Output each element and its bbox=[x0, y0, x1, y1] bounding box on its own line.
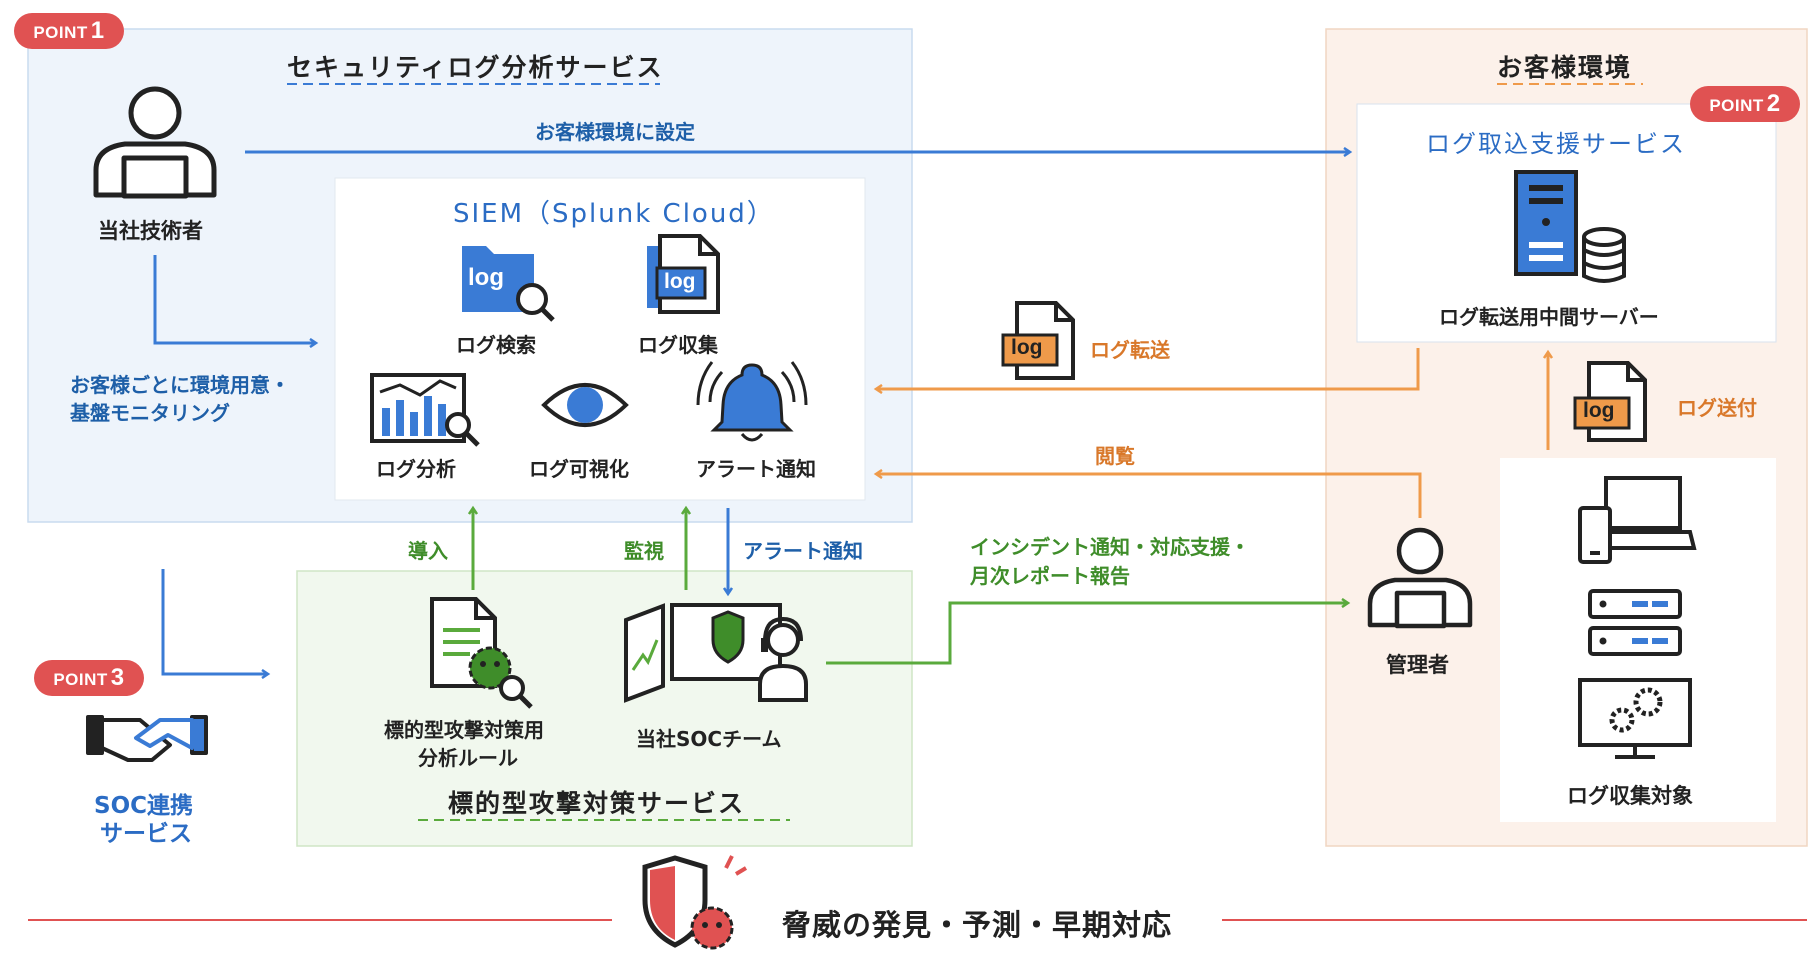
alert-flow-label: アラート通知 bbox=[743, 539, 863, 563]
view-arrow bbox=[876, 474, 1422, 518]
log-send-icon-text: log bbox=[1583, 399, 1615, 422]
rules-label-line1: 標的型攻撃対策用 bbox=[384, 718, 544, 742]
log-analysis-icon bbox=[370, 373, 480, 447]
targeted-panel-title: 標的型攻撃対策サービス bbox=[448, 789, 746, 818]
env-label-line1: お客様ごとに環境用意・ bbox=[70, 373, 290, 397]
log-transfer-arrow bbox=[876, 348, 1420, 389]
rules-label-line2: 分析ルール bbox=[418, 746, 518, 770]
customer-panel-title: お客様環境 bbox=[1497, 53, 1633, 82]
server-database-icon bbox=[1514, 170, 1626, 283]
admin-label: 管理者 bbox=[1386, 653, 1449, 677]
log-search-icon-text: log bbox=[468, 264, 504, 291]
log-visualize-icon bbox=[541, 383, 629, 427]
collection-monitor-icon bbox=[1578, 678, 1692, 759]
soc-link-arrow bbox=[161, 569, 268, 674]
engineer-label: 当社技術者 bbox=[98, 219, 203, 243]
collection-devices-icon bbox=[1578, 476, 1697, 564]
collection-rack-details bbox=[1599, 600, 1668, 645]
log-collect-icon-text: log bbox=[664, 270, 696, 293]
footer-text: 脅威の発見・予測・早期対応 bbox=[782, 908, 1173, 942]
security-panel-title: セキュリティログ分析サービス bbox=[287, 53, 664, 82]
siem-card bbox=[334, 177, 866, 501]
siem-title: SIEM（Splunk Cloud） bbox=[453, 199, 775, 229]
log-search-icon bbox=[462, 246, 555, 322]
threat-shield-icon bbox=[642, 855, 748, 950]
monitor-label: 監視 bbox=[624, 539, 664, 563]
soc-service-line1: SOC連携 bbox=[94, 793, 193, 819]
log-transfer-icon-text: log bbox=[1011, 336, 1043, 359]
targeted-panel bbox=[296, 570, 913, 847]
env-label-line2: 基盤モニタリング bbox=[70, 401, 230, 425]
siem-visualize-label: ログ可視化 bbox=[529, 457, 629, 481]
siem-analyze-label: ログ分析 bbox=[376, 457, 456, 481]
log-transfer-doc-icon bbox=[1001, 301, 1075, 380]
setup-label: お客様環境に設定 bbox=[535, 120, 695, 144]
soc-team-icon bbox=[624, 603, 808, 703]
ingest-title: ログ取込支援サービス bbox=[1426, 130, 1686, 158]
deploy-label: 導入 bbox=[408, 539, 448, 563]
env-arrow bbox=[153, 255, 316, 343]
alert-bell-icon bbox=[696, 361, 808, 442]
engineer-icon bbox=[93, 86, 217, 199]
log-send-label: ログ送付 bbox=[1677, 396, 1757, 420]
incident-label-line2: 月次レポート報告 bbox=[970, 564, 1130, 588]
soc-service-line2: サービス bbox=[100, 821, 192, 847]
rules-doc-icon bbox=[430, 597, 533, 709]
incident-label-line1: インシデント通知・対応支援・ bbox=[970, 535, 1250, 559]
admin-icon bbox=[1367, 527, 1473, 629]
log-transfer-label: ログ転送 bbox=[1090, 338, 1170, 362]
incident-arrow bbox=[826, 603, 1348, 665]
log-send-doc-icon bbox=[1573, 361, 1647, 442]
ingest-server-label: ログ転送用中間サーバー bbox=[1439, 305, 1659, 329]
siem-search-label: ログ検索 bbox=[456, 333, 536, 357]
handshake-icon bbox=[86, 715, 208, 762]
collection-label: ログ収集対象 bbox=[1567, 784, 1693, 808]
log-collect-icon bbox=[647, 234, 720, 314]
siem-alert-label: アラート通知 bbox=[696, 457, 816, 481]
soc-team-label: 当社SOCチーム bbox=[636, 727, 782, 751]
siem-collect-label: ログ収集 bbox=[638, 333, 718, 357]
view-label: 閲覧 bbox=[1095, 444, 1135, 468]
